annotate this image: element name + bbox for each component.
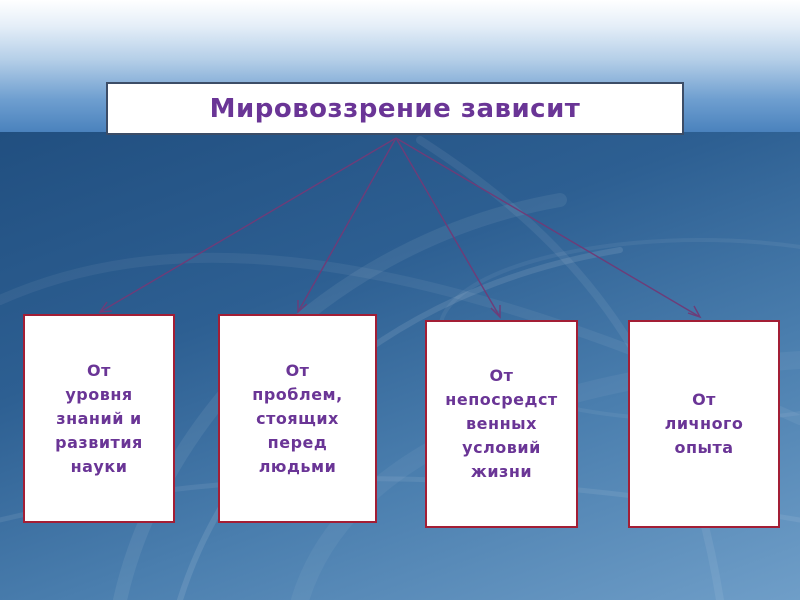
node-text: От личного опыта: [664, 390, 744, 457]
node-box-problems: От проблем, стоящих перед людьми: [218, 314, 377, 523]
node-box-science: От уровня знаний и развития науки: [23, 314, 175, 523]
node-box-conditions: От непосредст венных условий жизни: [425, 320, 578, 528]
node-box-experience: От личного опыта: [628, 320, 780, 528]
node-text: От уровня знаний и развития науки: [55, 360, 143, 476]
node-text: От непосредст венных условий жизни: [445, 366, 558, 481]
diagram-title: Мировоззрение зависит: [209, 93, 581, 124]
node-text: От проблем, стоящих перед людьми: [252, 360, 343, 476]
title-box: Мировоззрение зависит: [106, 82, 684, 135]
